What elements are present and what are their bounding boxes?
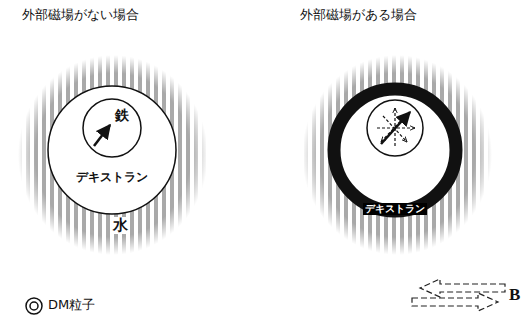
iron-node: 鉄 [82, 98, 142, 158]
water-label: 水 [111, 217, 130, 234]
dextran-label: デキストラン [76, 171, 148, 185]
dextran-shell [48, 86, 176, 214]
panel-title: 外部磁場がない場合 [22, 8, 139, 23]
iron-core [83, 99, 141, 157]
field-arrow [420, 279, 505, 297]
ring-node: デキストラン [327, 82, 463, 218]
field-arrow [412, 293, 498, 311]
water-region [302, 55, 492, 255]
ring-outline [327, 82, 463, 218]
field-symbol: B [509, 285, 520, 305]
dextran-label: デキストラン [363, 203, 427, 215]
particle-symbol [26, 298, 42, 314]
magnetic-moment [94, 125, 110, 146]
water-region [18, 55, 208, 255]
dextran-node: 鉄デキストラン [47, 85, 177, 215]
iron-outline [82, 98, 142, 158]
legend-text: DM粒子 [48, 298, 95, 313]
iron-core [367, 100, 423, 156]
dextran-shell [334, 89, 456, 211]
water-node: 鉄デキストラン水 [18, 55, 208, 255]
panel-title: 外部磁場がある場合 [300, 8, 417, 23]
magnetic-moment [381, 112, 410, 144]
particle-symbol [30, 302, 38, 310]
iron-label: 鉄 [115, 107, 129, 123]
